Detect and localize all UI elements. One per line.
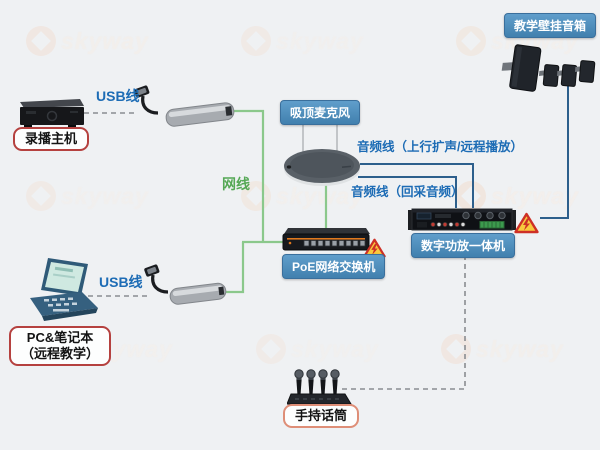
poe-switch-illustration [282, 228, 370, 251]
audio-return-line [358, 176, 457, 208]
label-ethernet-cable: 网线 [222, 176, 250, 192]
label-pc: PC&笔记本 （远程教学） [9, 326, 112, 366]
ethernet-cable-top-line [233, 109, 265, 242]
high-voltage-warning-icon [514, 212, 539, 234]
label-usb-cable-bottom: USB线 [99, 274, 143, 290]
amplifier-illustration [408, 208, 516, 231]
audio-uplink-line [360, 163, 474, 208]
ceiling-microphone-illustration [284, 118, 360, 186]
handheld-mic-cable-line [342, 256, 466, 390]
usb-adapter-bottom-illustration [144, 264, 227, 305]
label-ceiling-mic: 吸顶麦克风 [280, 100, 361, 125]
label-usb-cable-top: USB线 [96, 88, 140, 104]
speaker-cable-line [540, 84, 569, 219]
label-pc-line1: PC&笔记本 [26, 330, 94, 345]
recorder-device-illustration [20, 99, 84, 128]
wall-speakers-illustration [501, 44, 596, 92]
label-wall-speakers: 教学壁挂音箱 [504, 13, 597, 38]
label-handheld-mic: 手持话筒 [283, 404, 360, 428]
ethernet-cable-bottom-line [218, 242, 245, 294]
usb-adapter-top-illustration [134, 85, 235, 127]
label-poe-switch: PoE网络交换机 [282, 254, 386, 279]
handheld-mics-illustration [287, 369, 352, 405]
laptop-illustration [30, 258, 98, 321]
label-audio-uplink: 音频线（上行扩声/远程播放） [357, 140, 523, 154]
label-pc-line2: （远程教学） [21, 346, 100, 361]
label-recorder: 录播主机 [13, 127, 90, 151]
label-audio-return: 音频线（回采音频） [351, 185, 464, 199]
label-amplifier: 数字功放一体机 [411, 233, 516, 258]
